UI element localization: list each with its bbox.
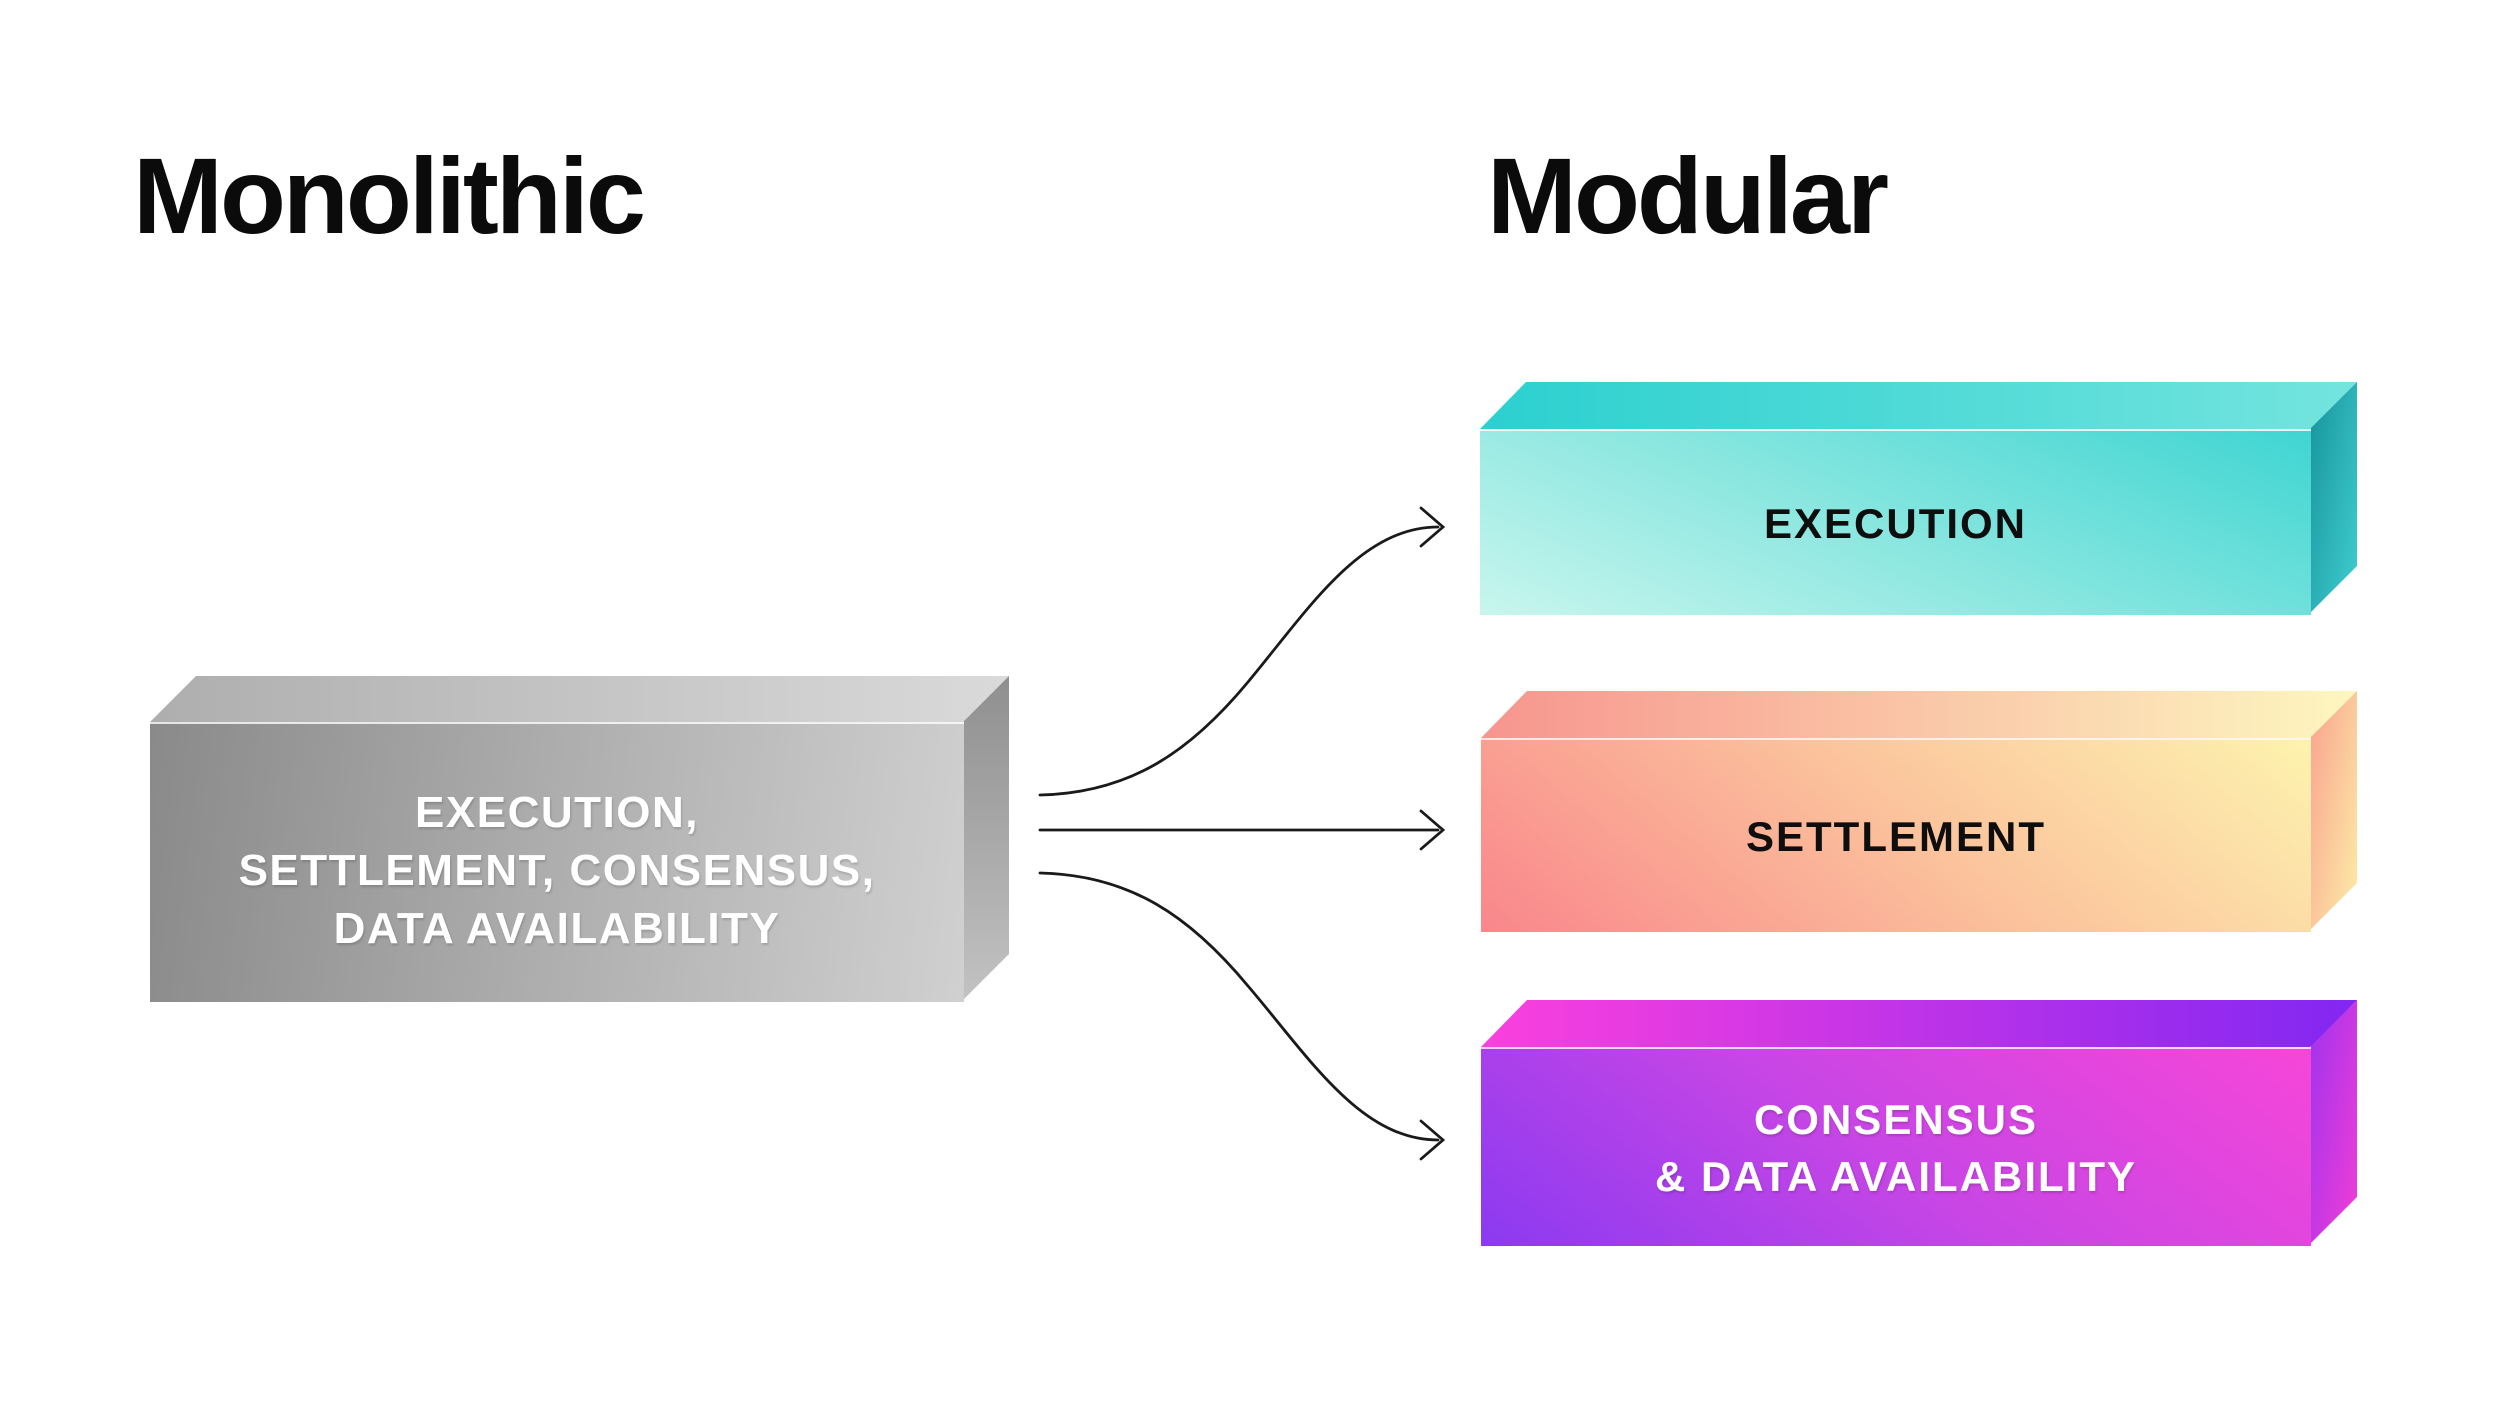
monolithic-box-top-face <box>150 676 1009 722</box>
title-modular: Modular <box>1487 135 1889 256</box>
consensus-da-box-front-face: CONSENSUS & DATA AVAILABILITY <box>1481 1047 2311 1246</box>
monolithic-label-line-1: EXECUTION, <box>415 788 699 837</box>
settlement-box: SETTLEMENT <box>1481 691 2357 932</box>
monolithic-box: EXECUTION, SETTLEMENT, CONSENSUS, DATA A… <box>150 676 1009 1002</box>
consensus-da-box-top-face <box>1481 1000 2357 1047</box>
consensus-da-label-line-2: & DATA AVAILABILITY <box>1654 1152 2138 1200</box>
consensus-da-box: CONSENSUS & DATA AVAILABILITY <box>1481 1000 2357 1246</box>
monolithic-label-line-3: DATA AVAILABILITY <box>333 904 781 953</box>
arrow-to-consensus-da-head <box>1419 1119 1446 1161</box>
monolithic-box-front-face: EXECUTION, SETTLEMENT, CONSENSUS, DATA A… <box>150 722 964 1002</box>
consensus-da-label-line-1: CONSENSUS <box>1753 1095 2039 1143</box>
arrow-to-consensus-da <box>1038 871 1440 1142</box>
execution-box-front-face: EXECUTION <box>1480 429 2311 615</box>
execution-box-label: EXECUTION <box>1764 495 2027 552</box>
settlement-box-top-face <box>1481 691 2357 738</box>
arrow-to-execution-head <box>1419 506 1446 548</box>
arrow-to-execution <box>1038 525 1440 797</box>
monolithic-box-label: EXECUTION, SETTLEMENT, CONSENSUS, DATA A… <box>239 768 876 958</box>
consensus-da-box-label: CONSENSUS & DATA AVAILABILITY <box>1655 1091 2137 1205</box>
settlement-label-line-1: SETTLEMENT <box>1746 812 2046 860</box>
execution-box: EXECUTION <box>1480 382 2357 615</box>
title-monolithic: Monolithic <box>133 135 646 256</box>
monolithic-box-side-face <box>963 676 1009 1000</box>
execution-label-line-1: EXECUTION <box>1763 499 2028 547</box>
arrow-to-settlement-head <box>1419 809 1446 851</box>
monolithic-label-line-2: SETTLEMENT, CONSENSUS, <box>238 846 876 895</box>
settlement-box-front-face: SETTLEMENT <box>1481 738 2311 932</box>
settlement-box-side-face <box>2310 691 2357 930</box>
settlement-box-label: SETTLEMENT <box>1746 808 2046 865</box>
execution-box-top-face <box>1480 382 2357 429</box>
